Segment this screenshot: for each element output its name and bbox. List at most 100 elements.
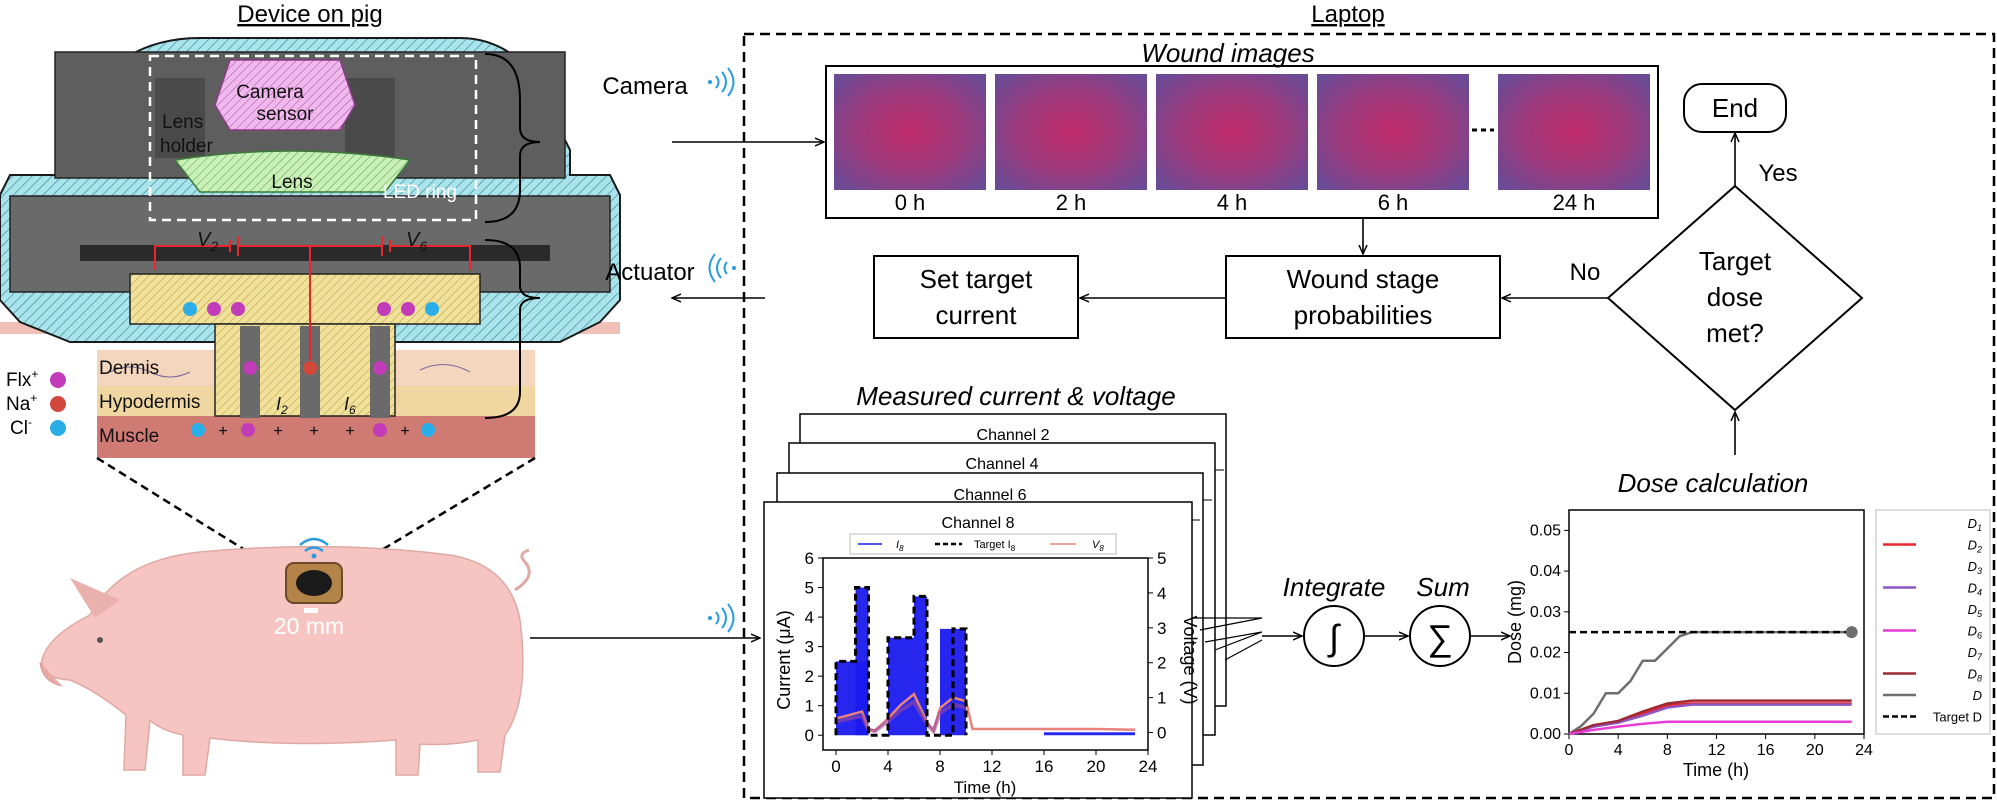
ch8-ytick-label: 4 <box>805 608 814 627</box>
dose-xtick-label: 20 <box>1806 742 1824 759</box>
dose-ytick-label: 0.02 <box>1530 645 1561 662</box>
svg-text:+: + <box>273 423 282 440</box>
label-lens-holder-1: Lens <box>162 112 203 133</box>
timepoint-0h: 0 h <box>895 190 926 215</box>
channel-2-title: Channel 2 <box>977 427 1050 444</box>
timepoint-24h: 24 h <box>1553 190 1596 215</box>
dose-ytick-label: 0.04 <box>1530 563 1561 580</box>
wound-image-6h <box>1317 74 1469 190</box>
label-muscle: Muscle <box>99 426 159 447</box>
ch8-xtick-label: 12 <box>983 757 1002 776</box>
ion-flx-3 <box>377 302 391 316</box>
ch8-y2tick-label: 1 <box>1157 689 1166 708</box>
muscle-ions: + + + + + <box>191 423 435 440</box>
ion-legend-cl: Cl- <box>10 415 32 439</box>
set-target-box <box>873 255 1079 339</box>
label-sensor: sensor <box>256 104 314 125</box>
wound-image-2h <box>995 74 1147 190</box>
laptop-title: Laptop <box>1311 1 1384 28</box>
svg-text:+: + <box>309 423 318 440</box>
dose-legend-label: D7 <box>1968 645 1983 662</box>
ch8-y2tick-label: 3 <box>1157 619 1166 638</box>
ch8-ytick-label: 3 <box>805 638 814 657</box>
device-lens <box>296 570 332 596</box>
ch8-legend-box <box>849 533 1117 555</box>
pig-snout <box>39 661 63 687</box>
stack-side-labels <box>1192 469 1224 521</box>
ch8-target-line <box>834 586 968 737</box>
ch8-current-band <box>1044 732 1135 736</box>
label-lens: Lens <box>271 172 312 193</box>
dose-legend-label: D3 <box>1968 559 1982 576</box>
ch8-legend-i: I8 <box>896 539 904 553</box>
end-box <box>1683 83 1787 133</box>
ch8-plot-frame <box>822 557 1149 751</box>
ch8-xtick-label: 0 <box>831 757 840 776</box>
lens-holder-left <box>155 78 205 158</box>
label-dermis: Dermis <box>99 358 159 379</box>
integral-symbol: ∫ <box>1327 617 1341 658</box>
label-led-ring: LED ring <box>383 182 457 203</box>
dose-legend-label: D2 <box>1968 538 1982 555</box>
ch8-ylabel: Current (μA) <box>774 610 794 709</box>
dose-xtick-label: 12 <box>1708 742 1726 759</box>
ch8-y2tick-label: 4 <box>1157 584 1166 603</box>
decision-line2: dose <box>1707 282 1763 312</box>
dose-ylabel: Dose (mg) <box>1505 580 1525 664</box>
measured-title: Measured current & voltage <box>856 381 1175 411</box>
wound-stage-line1: Wound stage <box>1287 264 1440 294</box>
lens-shape <box>173 150 412 193</box>
dose-ytick-label: 0.01 <box>1530 685 1561 702</box>
ion-cl-1 <box>183 302 197 316</box>
ch8-ytick-label: 5 <box>805 579 814 598</box>
wifi-icon <box>299 537 329 553</box>
dose-series-d2 <box>1568 702 1852 736</box>
pig-illustration: 20 mm <box>39 537 531 776</box>
dose-target-reached-marker <box>1845 626 1858 639</box>
dose-legend-label: Target D <box>1933 710 1982 725</box>
ion-legend-flx: Flx+ <box>6 367 38 391</box>
pig-ear <box>70 578 120 618</box>
dose-legend-box <box>1875 509 1991 735</box>
dose-legend-label: D5 <box>1968 602 1983 619</box>
dose-series-d4 <box>1568 703 1852 736</box>
wound-image-4h <box>1156 74 1308 190</box>
wound-image-24h <box>1498 74 1650 190</box>
ch8-xlabel: Time (h) <box>954 778 1017 797</box>
ion-legend-na-dot <box>50 396 66 412</box>
scale-label: 20 mm <box>274 613 344 639</box>
ch8-legend-target: Target I8 <box>974 539 1016 553</box>
label-camera: Camera <box>236 82 304 103</box>
ion-legend-cl-dot <box>50 420 66 436</box>
dose-xtick-label: 4 <box>1614 742 1623 759</box>
dose-legend-label: D4 <box>1968 581 1982 598</box>
ch8-xtick-label: 20 <box>1087 757 1106 776</box>
pig-eye <box>97 637 103 643</box>
dose-calc-title: Dose calculation <box>1618 468 1809 498</box>
dose-legend-label: D <box>1973 688 1982 703</box>
actuator-link-label: Actuator <box>605 259 694 286</box>
ch8-y2tick-label: 5 <box>1157 549 1166 568</box>
channel-4-title: Channel 4 <box>966 456 1039 473</box>
device-title: Device on pig <box>237 1 382 28</box>
dose-legend-label: D1 <box>1968 516 1982 533</box>
channel-merge-lines <box>1192 617 1263 661</box>
ch8-ytick-label: 1 <box>805 697 814 716</box>
wound-image-row: 0 h 2 h 4 h 6 h 24 h <box>834 74 1650 215</box>
pcb-board <box>80 245 550 261</box>
dose-legend-label: D6 <box>1968 624 1982 641</box>
svg-text:+: + <box>400 423 409 440</box>
ch8-xtick-label: 8 <box>935 757 944 776</box>
sum-symbol: ∑ <box>1427 617 1453 658</box>
decision-line3: met? <box>1706 318 1764 348</box>
wound-images-title: Wound images <box>1141 38 1314 68</box>
camera-link-label: Camera <box>602 73 688 100</box>
dose-xtick-label: 16 <box>1757 742 1775 759</box>
dose-series-d <box>1568 630 1852 736</box>
timepoint-2h: 2 h <box>1056 190 1087 215</box>
pig-body <box>41 545 524 776</box>
dose-xtick-label: 0 <box>1565 742 1574 759</box>
camera-bracket <box>484 53 541 223</box>
ion-flx-6 <box>373 361 387 375</box>
